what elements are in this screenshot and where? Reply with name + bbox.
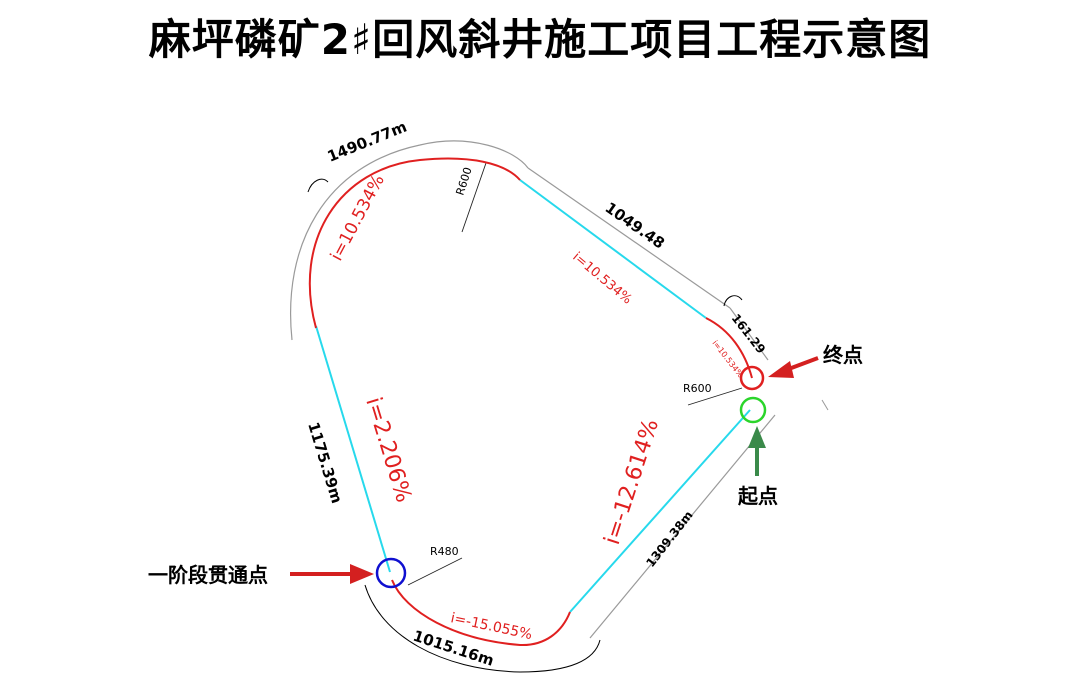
bottom-arc-dimension-line bbox=[364, 584, 601, 673]
lower-right-dimension-line bbox=[589, 414, 776, 639]
tunnel-line-left bbox=[315, 325, 391, 573]
small-arc-length-label: 161.29 bbox=[729, 311, 769, 356]
top-radius-label: R600 bbox=[453, 166, 474, 197]
right-outer-tick bbox=[821, 399, 829, 411]
lower-right-slope-label: i=-12.614% bbox=[600, 416, 664, 548]
upper-right-dimension-hook bbox=[723, 295, 743, 307]
small-arc-dimension-line bbox=[729, 307, 769, 361]
start-point-marker bbox=[739, 396, 767, 424]
lower-right-length-label: 1309.38m bbox=[643, 508, 695, 570]
tunnel-curve-right bbox=[705, 317, 753, 379]
end-point-arrow bbox=[768, 356, 819, 378]
breakthrough-point-arrow bbox=[290, 564, 374, 584]
bottom-arc-slope-label: i=-15.055% bbox=[449, 610, 533, 643]
top-arc-slope-label: i=10.534% bbox=[327, 171, 389, 264]
breakthrough-point-marker bbox=[375, 557, 407, 589]
diagram-title: 麻坪磷矿2♯回风斜井施工项目工程示意图 bbox=[148, 15, 932, 64]
tunnel-line-lower-right bbox=[569, 409, 751, 613]
start-point-arrow bbox=[748, 426, 766, 476]
top-arc-dimension-hook bbox=[307, 178, 329, 193]
end-point-label: 终点 bbox=[823, 343, 863, 367]
bottom-radius-label: R480 bbox=[430, 545, 459, 558]
right-radius-label: R600 bbox=[683, 382, 712, 395]
radius-line-bottom bbox=[407, 557, 463, 586]
radius-line-top bbox=[461, 162, 487, 233]
breakthrough-point-label: 一阶段贯通点 bbox=[148, 563, 268, 587]
left-slope-label: i=2.206% bbox=[360, 394, 416, 505]
tunnel-curve-top bbox=[308, 157, 521, 329]
tunnel-line-upper-right bbox=[519, 179, 707, 319]
start-point-label: 起点 bbox=[737, 484, 778, 508]
radius-line-right bbox=[687, 387, 743, 406]
top-arc-length-label: 1490.77m bbox=[325, 118, 410, 166]
left-length-label: 1175.39m bbox=[304, 420, 346, 506]
small-arc-slope-label: i=10.534% bbox=[710, 339, 745, 380]
tunnel-curve-bottom bbox=[391, 579, 571, 647]
end-point-marker bbox=[739, 365, 765, 391]
upper-right-dimension-line bbox=[527, 167, 731, 309]
top-arc-dimension-line bbox=[290, 140, 529, 341]
